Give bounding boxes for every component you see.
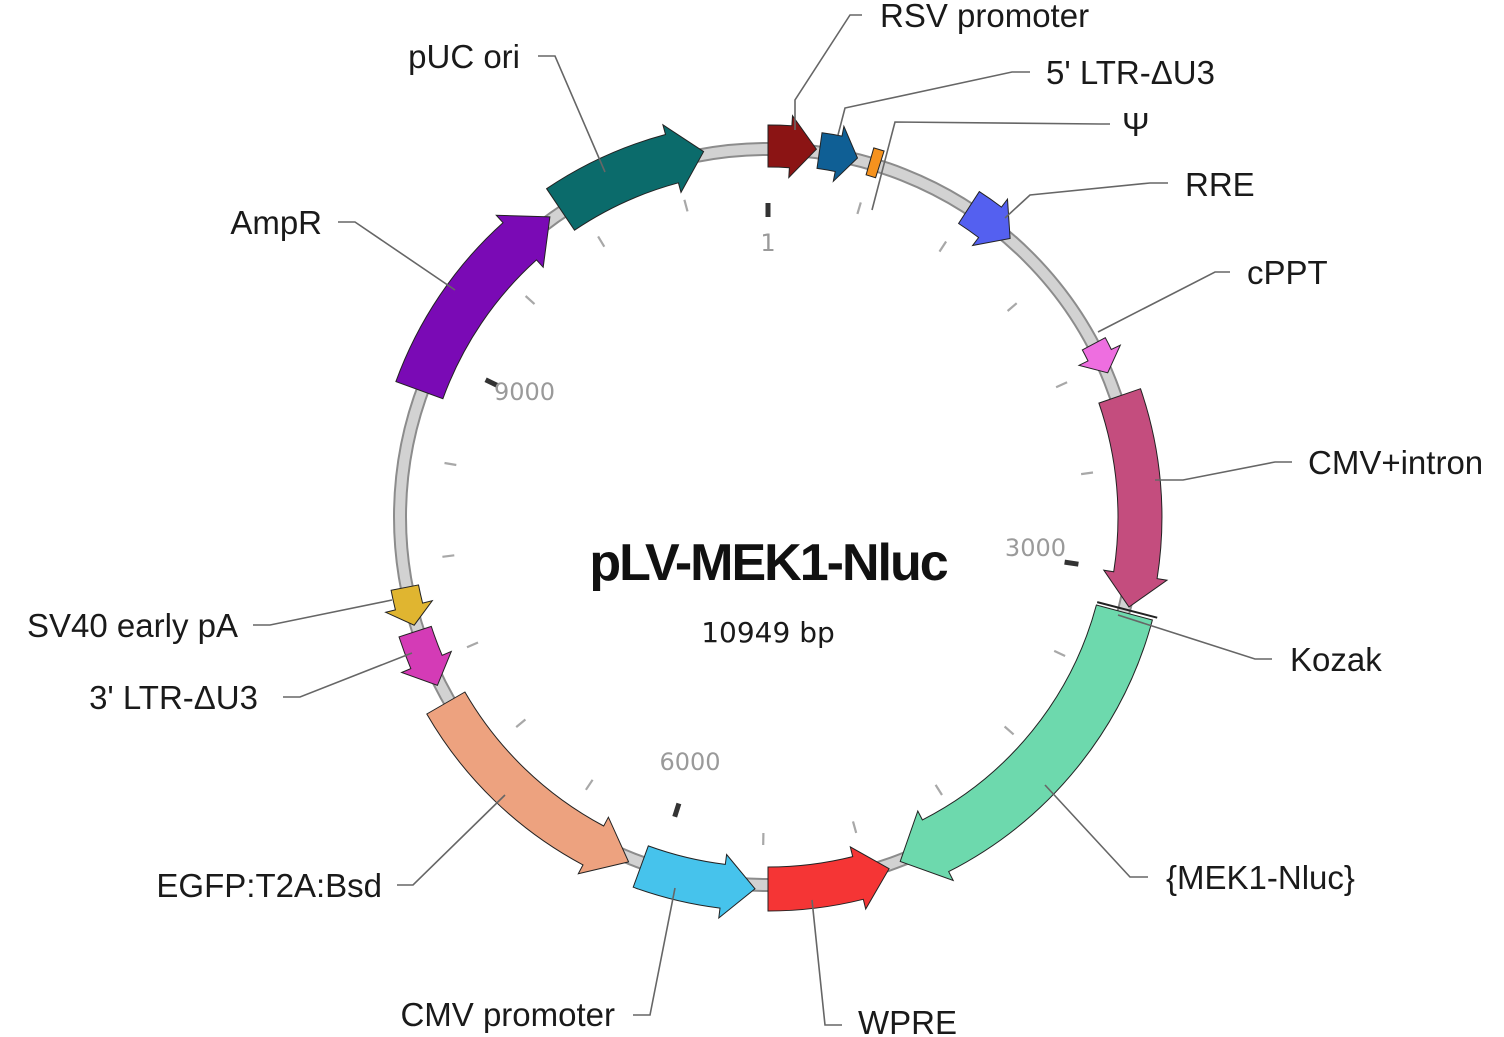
minor-tick: [444, 461, 457, 467]
feature-layer: [384, 114, 1169, 920]
leader-psi: [871, 121, 1110, 211]
label-rsv-promoter: RSV promoter: [880, 0, 1089, 34]
feature-egfp: [426, 691, 630, 875]
minor-tick: [1080, 471, 1094, 476]
minor-tick: [515, 718, 527, 728]
minor-tick: [683, 199, 689, 212]
minor-tick: [938, 240, 948, 253]
leader-puc: [538, 55, 606, 173]
minor-tick: [856, 202, 862, 215]
major-tick: [484, 377, 500, 389]
label-sv40-pa: SV40 early pA: [27, 607, 238, 644]
major-tick: [1064, 559, 1079, 567]
label-5-ltr: 5' LTR-ΔU3: [1046, 54, 1215, 91]
leader-ampr: [338, 221, 456, 291]
plasmid-name: pLV-MEK1-Nluc: [589, 534, 947, 592]
label-egfp-t2a-bsd: EGFP:T2A:Bsd: [156, 867, 382, 904]
feature-ltr5: [816, 124, 859, 183]
tick-label-9000: 9000: [494, 378, 555, 406]
feature-mek1: [899, 604, 1154, 882]
label-kozak: Kozak: [1290, 641, 1382, 678]
minor-tick: [597, 235, 606, 248]
minor-tick: [1053, 649, 1066, 657]
label-cmv-intron: CMV+intron: [1308, 444, 1483, 481]
label-puc-ori: pUC ori: [408, 38, 520, 75]
label-rre: RRE: [1185, 166, 1255, 203]
minor-tick: [1003, 725, 1015, 736]
minor-tick: [1006, 302, 1018, 312]
feature-psi: [865, 147, 885, 179]
leader-cmvintron: [1155, 461, 1292, 481]
feature-kozak: [1096, 601, 1158, 619]
leader-sv40: [253, 599, 393, 626]
feature-ltr3: [398, 625, 453, 687]
minor-tick: [584, 779, 594, 791]
leader-lines: [253, 14, 1292, 1026]
minor-tick: [851, 821, 858, 834]
major-tick: [672, 802, 682, 818]
leader-cmvprom: [633, 887, 676, 1016]
feature-rsv: [767, 114, 818, 179]
plasmid-size: 10949 bp: [701, 616, 835, 649]
tick-label-3000: 3000: [1005, 534, 1066, 562]
feature-puc: [545, 123, 705, 231]
minor-tick: [524, 295, 536, 305]
label-cmv-promoter: CMV promoter: [400, 996, 615, 1033]
label-wpre: WPRE: [858, 1004, 957, 1037]
label-3-ltr: 3' LTR-ΔU3: [89, 679, 258, 716]
feature-cppt: [1077, 337, 1122, 374]
leader-cppt: [1097, 271, 1230, 333]
label-cppt: cPPT: [1247, 254, 1328, 291]
minor-tick: [1055, 381, 1068, 389]
feature-rre: [957, 190, 1011, 247]
feature-cmvprom: [632, 845, 756, 920]
minor-ticks: [442, 199, 1094, 846]
feature-wpre: [767, 845, 890, 912]
feature-ampr: [395, 214, 551, 400]
leader-rre: [1004, 182, 1168, 219]
leader-egfp: [397, 794, 506, 886]
leader-ltr5: [837, 71, 1030, 136]
leader-ltr3: [283, 652, 413, 698]
major-ticks: [484, 203, 1079, 818]
minor-tick: [934, 784, 943, 796]
label-mek1-nluc: {MEK1-Nluc}: [1166, 859, 1355, 896]
leader-mek1: [1044, 784, 1148, 878]
minor-tick: [442, 554, 455, 558]
minor-tick: [466, 641, 479, 649]
leader-kozak: [1117, 614, 1272, 660]
label-psi: Ψ: [1122, 106, 1150, 143]
tick-label-1: 1: [760, 229, 775, 257]
label-ampr: AmpR: [230, 204, 322, 241]
leader-wpre: [811, 899, 842, 1026]
tick-label-6000: 6000: [659, 748, 720, 776]
leader-rsv: [794, 14, 862, 130]
feature-sv40: [384, 584, 434, 626]
feature-cmvintron: [1098, 388, 1169, 608]
